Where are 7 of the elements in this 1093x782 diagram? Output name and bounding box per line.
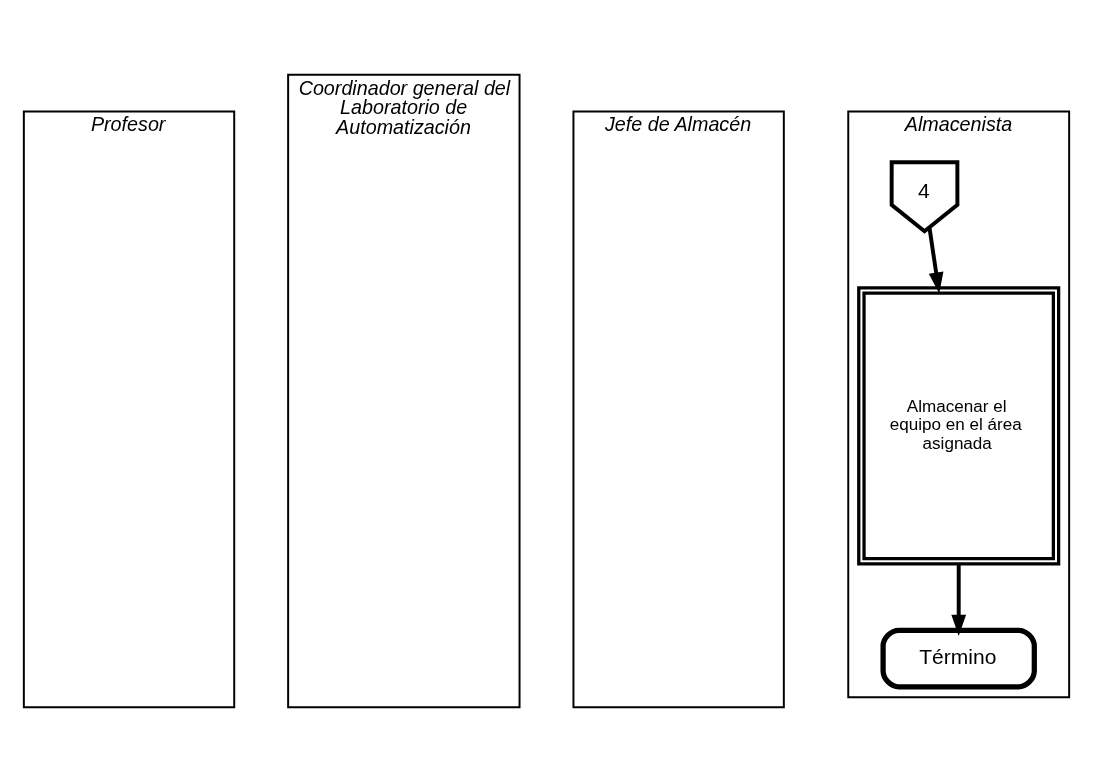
- arrow: [951, 564, 967, 636]
- node-box: Coordinador general del Laboratorio de Automatización: [287, 73, 521, 709]
- node-box: Profesor: [22, 110, 236, 709]
- node-box: Almacenar el equipo en el área asignada: [857, 286, 1061, 566]
- arrow: [927, 227, 944, 294]
- node-box: Jefe de Almacén: [572, 110, 785, 709]
- node-box: Término: [880, 627, 1037, 690]
